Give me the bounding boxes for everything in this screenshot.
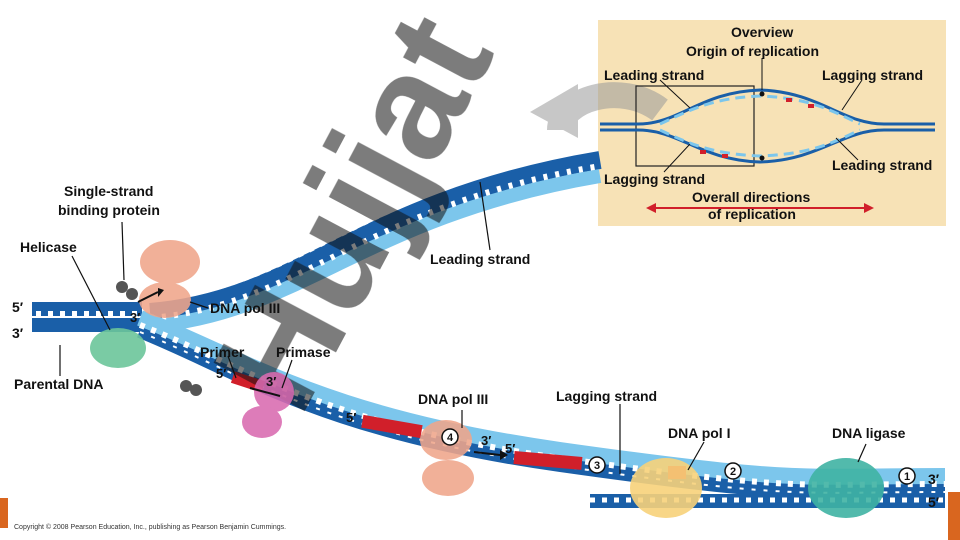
right-accent-bar [948,492,960,540]
label-lagging-strand: Lagging strand [556,388,657,404]
label-5prime-left: 5′ [12,299,24,315]
step-4: 4 [441,428,459,446]
label-okazaki-5prime: 5′ [346,410,356,425]
step-1: 1 [898,467,916,485]
helicase [90,328,146,368]
label-dna-ligase: DNA ligase [832,425,906,441]
overview-leading-right: Leading strand [832,157,932,173]
pol-iii-bottom-arrow [473,451,501,456]
okazaki-primer-2 [513,451,583,470]
leading-strand-duplex [149,146,602,333]
overview-inset: Overview Origin of replication Leading s… [600,24,935,222]
label-parental-dna: Parental DNA [14,376,103,392]
leader-lines [59,181,867,474]
label-3prime-right: 3′ [928,471,940,487]
svg-text:3: 3 [594,460,600,472]
label-primase: Primase [276,344,331,360]
okazaki-primer-1 [361,414,423,439]
label-pol-3prime: 3′ [481,433,491,448]
label-single-strand: Single-strand [64,183,153,199]
primer-arrow [249,387,281,397]
copyright-notice: Copyright © 2008 Pearson Education, Inc.… [14,524,287,531]
step-2: 2 [724,462,742,480]
label-helicase: Helicase [20,239,77,255]
step-3: 3 [588,456,606,474]
svg-text:4: 4 [447,432,454,444]
label-3prime-left: 3′ [12,325,24,341]
label-binding-protein: binding protein [58,202,160,218]
overview-lagging-right: Lagging strand [822,67,923,83]
parental-dna-duplex [32,302,142,332]
label-primer-5prime: 5′ [216,366,226,381]
single-strand-binding-protein [116,281,202,396]
overview-directions-1: Overall directions [692,189,810,205]
overview-origin: Origin of replication [686,43,819,59]
label-primer: Primer [200,344,245,360]
overview-leading-left: Leading strand [604,67,704,83]
svg-text:2: 2 [730,466,736,478]
svg-text:1: 1 [904,471,910,483]
label-primer-3prime: 3′ [266,374,276,389]
overview-directions-2: of replication [708,206,796,222]
label-dna-pol-iii-top: DNA pol III [210,300,280,316]
overview-lagging-left: Lagging strand [604,171,705,187]
label-dna-pol-i: DNA pol I [668,425,730,441]
pol-iii-top-arrow [137,291,159,303]
label-dna-pol-iii-bottom: DNA pol III [418,391,488,407]
watermark: Hujjat [180,0,668,435]
left-accent-bar [0,498,8,528]
watermark-text: Hujjat [180,0,524,435]
label-3prime-top: 3′ [130,310,140,325]
dna-pol-iii-top [139,240,200,318]
label-leading-strand: Leading strand [430,251,530,267]
label-5prime-right: 5′ [928,494,940,510]
label-pol-5prime: 5′ [505,441,515,456]
overview-title: Overview [731,24,793,40]
dna-ligase [808,458,884,518]
dna-pol-i [630,458,702,518]
